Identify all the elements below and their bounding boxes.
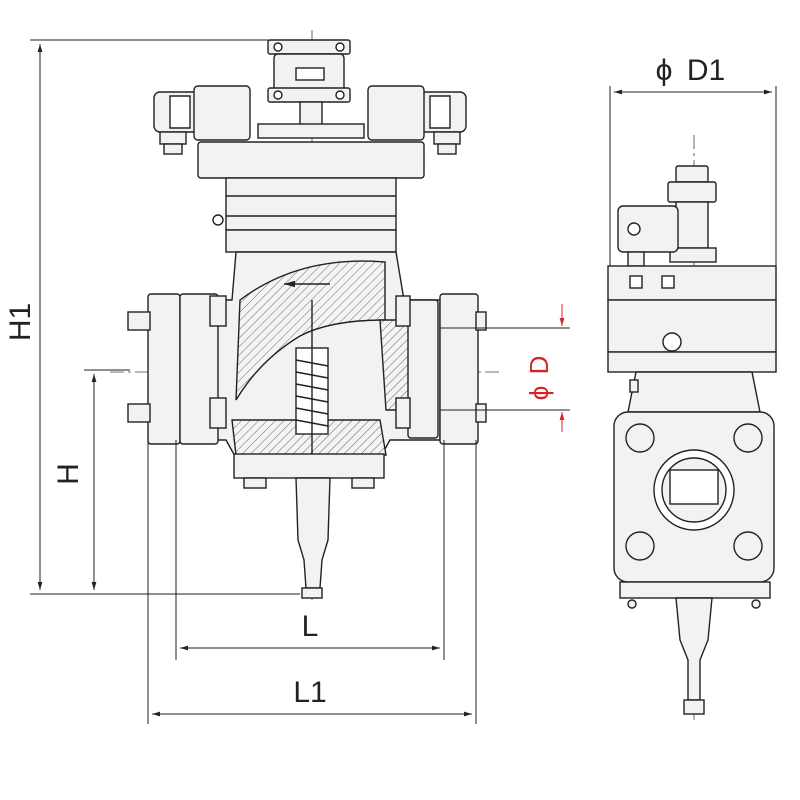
d1-dimension [609,86,777,266]
left-flange [127,293,227,445]
d1-diameter-symbol: ϕ [656,54,673,87]
right-solenoid [367,85,467,155]
left-solenoid [153,85,251,155]
upper-bonnet [197,141,425,253]
h-label: H [52,463,85,485]
side-view [607,135,777,720]
d-label: D [524,356,554,375]
top-handwheel [257,39,365,139]
front-view-dimensions [30,39,570,724]
l-label: L [302,610,319,643]
d1-label: D1 [687,54,725,87]
side-neck [627,371,761,413]
side-solenoid [617,205,679,267]
l1-label: L1 [293,676,326,709]
front-view [110,30,500,600]
side-bottom-stem [675,597,713,715]
side-top-fitting [667,165,717,263]
bottom-stem [295,477,331,599]
side-bottom-housing [619,581,771,609]
side-bonnet [607,265,777,373]
d-diameter-symbol: ϕ [524,386,554,401]
h1-label: H1 [4,303,37,341]
d-label-group: ϕ D [524,356,554,401]
right-flange [395,293,487,445]
side-flange-body [613,411,775,583]
